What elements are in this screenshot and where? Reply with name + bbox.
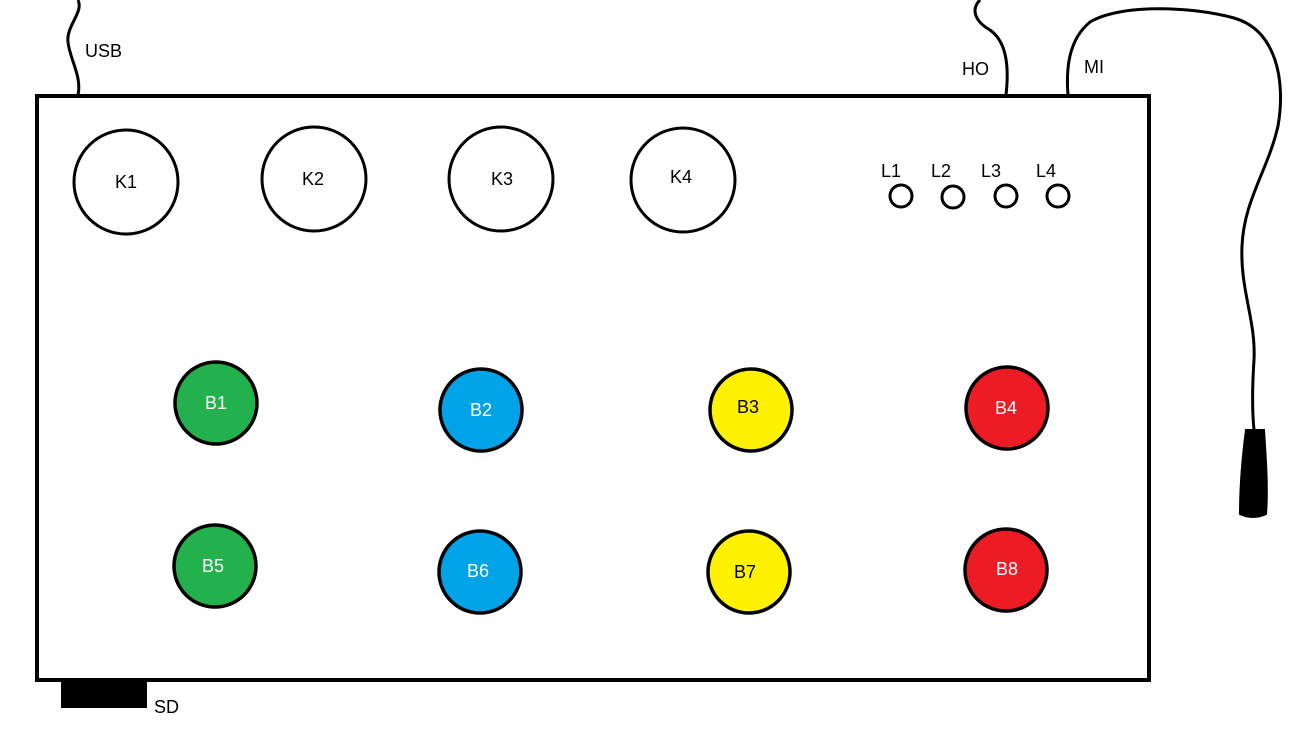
button-face bbox=[437, 529, 523, 615]
led-label: L3 bbox=[981, 161, 1001, 181]
led-label: L4 bbox=[1036, 161, 1056, 181]
button-b6[interactable]: B6 bbox=[437, 529, 523, 615]
led-l1: L1 bbox=[881, 161, 914, 209]
button-label: B8 bbox=[996, 559, 1018, 579]
button-b3[interactable]: B3 bbox=[708, 367, 794, 453]
usb-label: USB bbox=[85, 41, 122, 61]
led-l4: L4 bbox=[1036, 161, 1071, 209]
led-l2: L2 bbox=[931, 161, 966, 210]
button-label: B5 bbox=[202, 556, 224, 576]
usb-cable bbox=[66, 0, 81, 96]
microphone-icon bbox=[1238, 429, 1268, 518]
knob-k3[interactable]: K3 bbox=[447, 125, 555, 233]
ho-cable bbox=[973, 0, 1009, 96]
knob-k4[interactable]: K4 bbox=[629, 126, 737, 234]
ho-label: HO bbox=[962, 59, 989, 79]
button-face bbox=[438, 367, 524, 453]
button-face bbox=[964, 365, 1050, 451]
knob-k2[interactable]: K2 bbox=[260, 125, 368, 233]
sd-label: SD bbox=[154, 697, 179, 717]
knob-k1[interactable]: K1 bbox=[72, 128, 180, 236]
button-label: B6 bbox=[467, 561, 489, 581]
button-label: B4 bbox=[995, 398, 1017, 418]
knob-label: K4 bbox=[670, 167, 692, 187]
button-b1[interactable]: B1 bbox=[173, 360, 259, 446]
button-label: B3 bbox=[737, 397, 759, 417]
button-face bbox=[706, 529, 792, 615]
led-label: L2 bbox=[931, 161, 951, 181]
button-b7[interactable]: B7 bbox=[706, 529, 792, 615]
button-label: B2 bbox=[470, 400, 492, 420]
button-b8[interactable]: B8 bbox=[963, 527, 1049, 613]
mi-cable bbox=[1065, 7, 1282, 431]
button-face bbox=[708, 367, 794, 453]
button-face bbox=[173, 360, 259, 446]
button-label: B1 bbox=[205, 393, 227, 413]
button-face bbox=[963, 527, 1049, 613]
mi-label: MI bbox=[1084, 57, 1104, 77]
button-b5[interactable]: B5 bbox=[172, 523, 258, 609]
knob-label: K1 bbox=[115, 172, 137, 192]
led-l3: L3 bbox=[981, 161, 1019, 209]
sd-card-slot bbox=[61, 682, 147, 708]
button-label: B7 bbox=[734, 562, 756, 582]
knob-label: K2 bbox=[302, 169, 324, 189]
led-label: L1 bbox=[881, 161, 901, 181]
button-face bbox=[172, 523, 258, 609]
button-b2[interactable]: B2 bbox=[438, 367, 524, 453]
knob-label: K3 bbox=[491, 169, 513, 189]
button-b4[interactable]: B4 bbox=[964, 365, 1050, 451]
